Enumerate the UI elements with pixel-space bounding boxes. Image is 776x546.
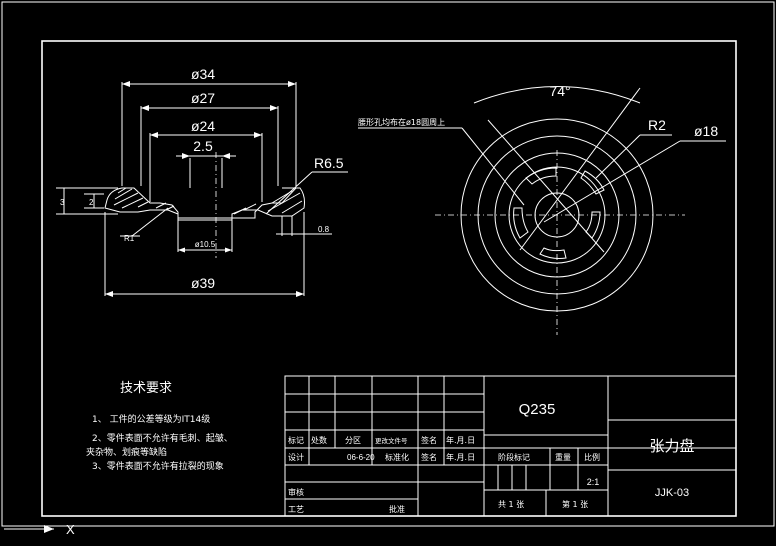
outer-border: [1, 1, 775, 527]
ratio-label: 比例: [584, 452, 600, 462]
dim-0-8: 0.8: [318, 225, 330, 234]
axis-x-label: X: [66, 522, 75, 537]
front-view: ø34 ø27 ø24 2.5 R6.5 R1 ø10.5: [56, 66, 348, 297]
scale: 2:1: [587, 477, 600, 487]
sheet-number: 第 1 张: [562, 499, 588, 509]
hdr-zone: 分区: [345, 436, 361, 445]
dim-left-a: 3: [60, 198, 65, 207]
dim-left-b: 2: [89, 198, 94, 207]
title-block: Q235 张力盘 JJK-03 2:1 标记 处数 分区 更改文件号 签名 年.…: [284, 375, 737, 517]
stage-mark-label: 阶段标记: [498, 452, 530, 462]
dim-angle-74: 74°: [549, 83, 570, 99]
design-sign: 签名: [421, 452, 437, 462]
kidney-slots: [513, 167, 605, 259]
tech-item-2b: 夹杂物、划痕等缺陷: [86, 446, 167, 458]
dim-d10-5: ø10.5: [195, 240, 216, 249]
review-label: 审核: [288, 487, 304, 497]
center-hole: [534, 192, 580, 238]
design-date: 06-6-20: [347, 453, 375, 462]
material: Q235: [519, 401, 556, 418]
hdr-mark: 标记: [288, 435, 304, 445]
tech-item-2: 2、零件表面不允许有毛刺、起皱、: [92, 432, 233, 444]
dim-r2: R2: [648, 117, 666, 133]
weight-label: 重量: [555, 452, 571, 462]
tech-item-3: 3、零件表面不允许有拉裂的现象: [92, 460, 224, 472]
outer-circle: [460, 118, 654, 312]
hdr-change-doc: 更改文件号: [375, 436, 408, 445]
tech-title: 技术要求: [120, 381, 172, 396]
top-view: 74° R2 ø18 腰形孔均布在ø18圆周上: [358, 83, 726, 335]
process-label: 工艺: [288, 505, 304, 514]
dim-r1: R1: [124, 234, 135, 243]
total-sheets: 共 1 张: [498, 500, 524, 509]
dim-d24: ø24: [191, 118, 215, 134]
part-name: 张力盘: [649, 437, 694, 455]
tech-requirements: 技术要求 1、 工件的公差等级为IT14级 2、零件表面不允许有毛刺、起皱、 夹…: [86, 381, 233, 472]
section-hatching: [113, 187, 303, 215]
drawing-number: JJK-03: [655, 487, 689, 499]
dim-d27: ø27: [191, 90, 215, 106]
slot-note: 腰形孔均布在ø18圆周上: [358, 117, 445, 127]
dim-d34: ø34: [191, 66, 215, 82]
design-ymd: 年.月.日: [446, 452, 475, 462]
hdr-date: 年.月.日: [446, 435, 475, 445]
d18-pitch-circle: [508, 166, 606, 264]
axis-marker: X: [4, 522, 75, 537]
dim-2-5: 2.5: [193, 138, 213, 154]
standardization-label: 标准化: [385, 452, 409, 462]
design-label: 设计: [288, 452, 304, 462]
profile-outline: [104, 187, 305, 221]
dim-d18: ø18: [694, 123, 718, 139]
dim-r6-5: R6.5: [314, 155, 344, 171]
dim-d39: ø39: [191, 275, 215, 291]
approve-label: 批准: [389, 504, 405, 514]
hdr-sign: 签名: [421, 435, 437, 445]
tech-item-1: 1、 工件的公差等级为IT14级: [92, 413, 210, 425]
hdr-count: 处数: [311, 435, 327, 445]
